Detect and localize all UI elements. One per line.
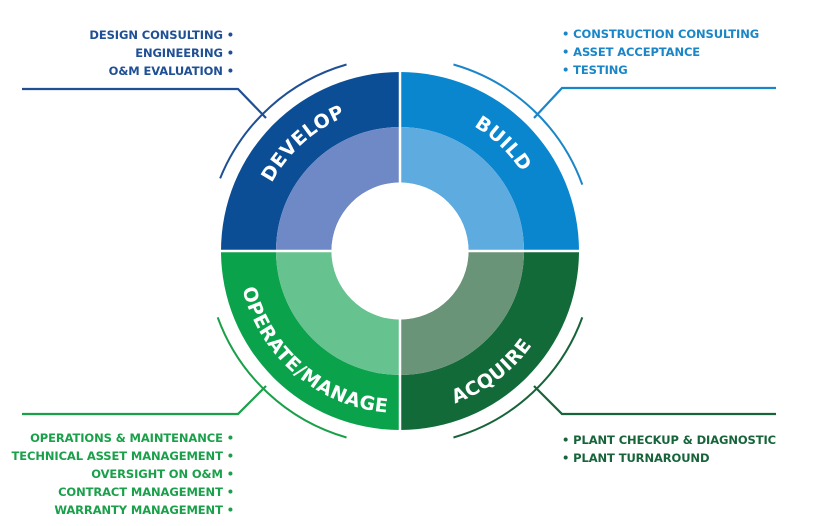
- acquire-inner-segment: [400, 251, 524, 375]
- bullet-icon: •: [562, 27, 570, 41]
- operate-services-list: OPERATIONS & MAINTENANCE • TECHNICAL ASS…: [12, 429, 235, 519]
- list-item: • ASSET ACCEPTANCE: [562, 43, 759, 61]
- list-item: TECHNICAL ASSET MANAGEMENT •: [12, 447, 235, 465]
- operate-outer-arc: [216, 317, 347, 439]
- item-text: O&M EVALUATION: [108, 64, 223, 78]
- operate-outer-segment: [221, 251, 400, 430]
- bullet-icon: •: [226, 431, 234, 445]
- list-item: WARRANTY MANAGEMENT •: [12, 501, 234, 519]
- item-text: PLANT CHECKUP & DIAGNOSTIC: [573, 433, 776, 447]
- develop-outer-arc: [219, 63, 347, 179]
- build-outer-arc: [453, 63, 584, 185]
- build-inner-segment: [400, 127, 524, 251]
- item-text: CONSTRUCTION CONSULTING: [573, 27, 760, 41]
- item-text: TECHNICAL ASSET MANAGEMENT: [11, 449, 223, 463]
- bullet-icon: •: [562, 433, 570, 447]
- bullet-icon: •: [226, 64, 234, 78]
- item-text: TESTING: [573, 63, 628, 77]
- bullet-icon: •: [226, 449, 234, 463]
- build-leader-line: [533, 86, 776, 119]
- list-item: ENGINEERING •: [89, 44, 234, 62]
- develop-leader-line: [22, 87, 267, 119]
- list-item: • PLANT CHECKUP & DIAGNOSTIC: [562, 431, 776, 449]
- operate-inner-segment: [276, 251, 400, 375]
- acquire-services-list: • PLANT CHECKUP & DIAGNOSTIC • PLANT TUR…: [562, 431, 776, 467]
- bullet-icon: •: [226, 28, 234, 42]
- bullet-icon: •: [226, 503, 234, 517]
- list-item: OPERATIONS & MAINTENANCE •: [12, 429, 234, 447]
- list-item: O&M EVALUATION •: [89, 62, 234, 80]
- bullet-icon: •: [226, 485, 234, 499]
- develop-services-list: DESIGN CONSULTING • ENGINEERING • O&M EV…: [89, 26, 234, 80]
- build-outer-segment: [400, 72, 579, 251]
- build-services-list: • CONSTRUCTION CONSULTING • ASSET ACCEPT…: [562, 25, 759, 79]
- acquire-outer-segment: [400, 251, 579, 430]
- item-text: ENGINEERING: [135, 46, 223, 60]
- item-text: WARRANTY MANAGEMENT: [54, 503, 223, 517]
- develop-outer-segment: [221, 72, 400, 251]
- item-text: DESIGN CONSULTING: [89, 28, 223, 42]
- list-item: DESIGN CONSULTING •: [89, 26, 234, 44]
- operate-leader-line: [22, 385, 267, 416]
- list-item: • CONSTRUCTION CONSULTING: [562, 25, 759, 43]
- acquire-outer-arc: [453, 317, 584, 439]
- bullet-icon: •: [562, 451, 570, 465]
- list-item: • TESTING: [562, 61, 759, 79]
- bullet-icon: •: [226, 46, 234, 60]
- bullet-icon: •: [226, 467, 234, 481]
- list-item: OVERSIGHT ON O&M •: [12, 465, 234, 483]
- item-text: CONTRACT MANAGEMENT: [58, 485, 223, 499]
- center-circle: [331, 182, 469, 320]
- item-text: OPERATIONS & MAINTENANCE: [30, 431, 223, 445]
- list-item: • PLANT TURNAROUND: [562, 449, 776, 467]
- develop-inner-segment: [276, 127, 400, 251]
- list-item: CONTRACT MANAGEMENT •: [12, 483, 234, 501]
- item-text: PLANT TURNAROUND: [573, 451, 710, 465]
- bullet-icon: •: [562, 45, 570, 59]
- bullet-icon: •: [562, 63, 570, 77]
- item-text: ASSET ACCEPTANCE: [573, 45, 701, 59]
- item-text: OVERSIGHT ON O&M: [91, 467, 223, 481]
- acquire-leader-line: [533, 385, 776, 416]
